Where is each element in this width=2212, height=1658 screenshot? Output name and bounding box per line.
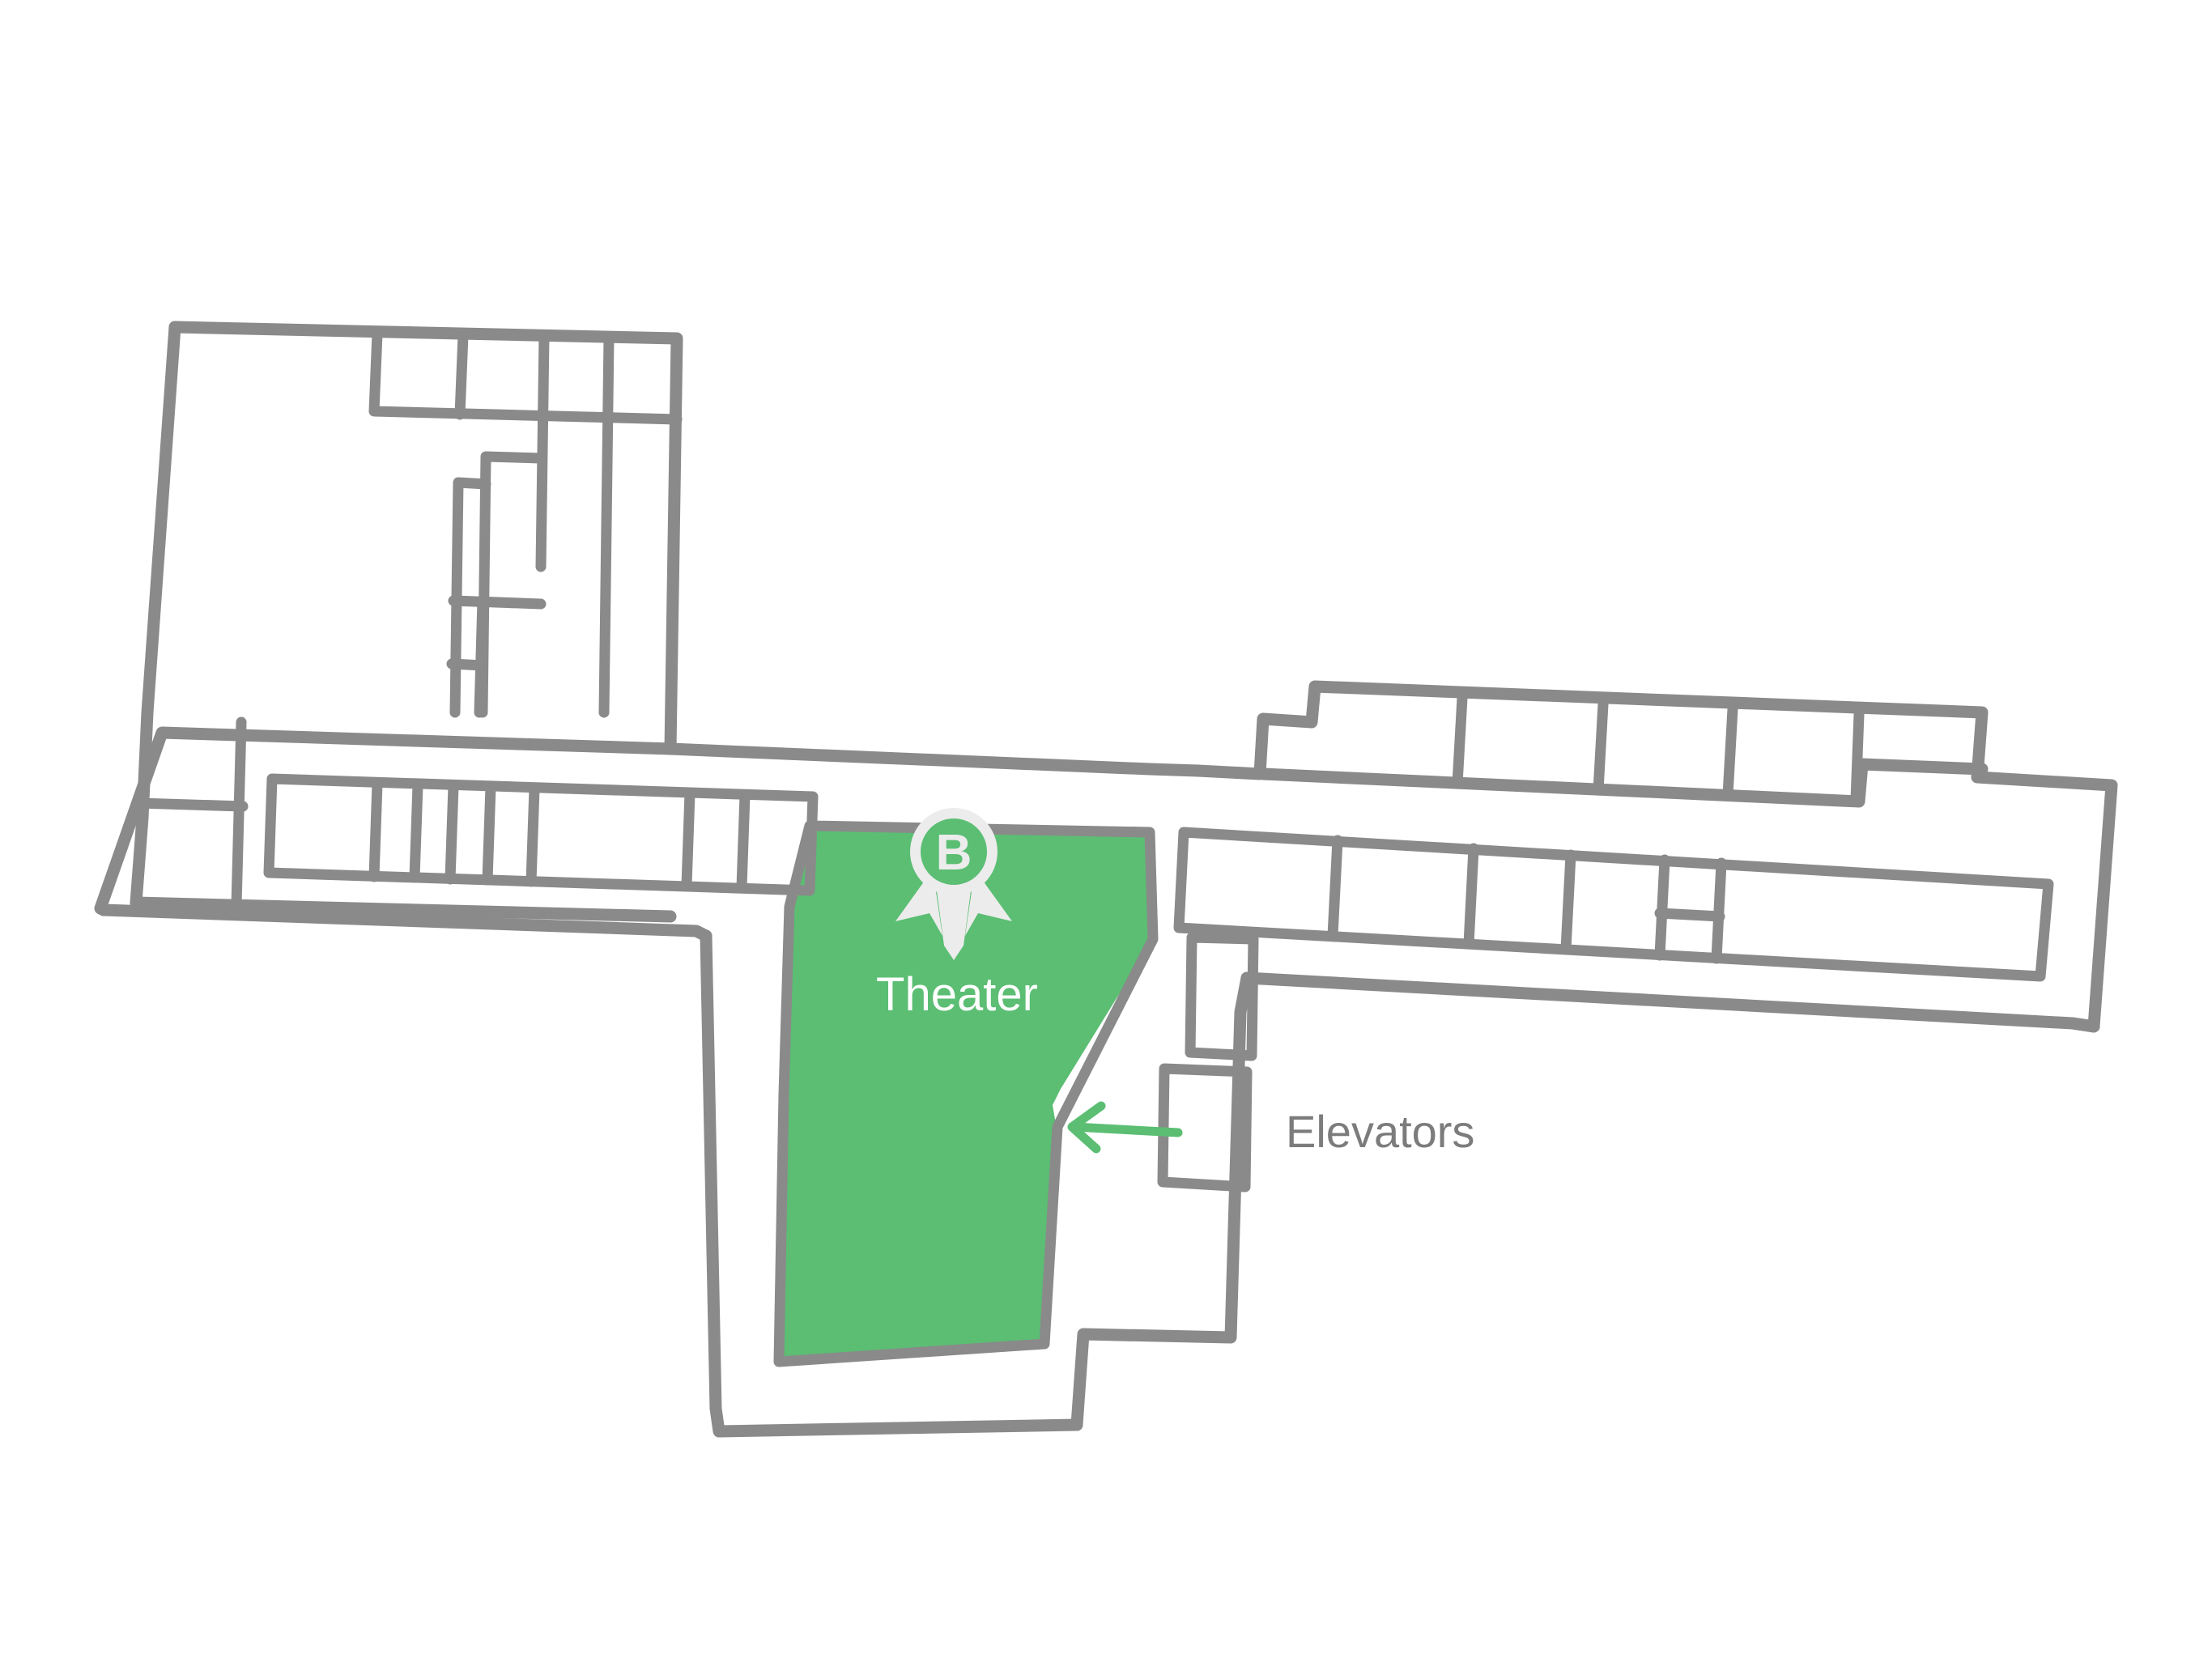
nw-room-divider-8 bbox=[474, 595, 488, 718]
right-wing-top-outline bbox=[1192, 680, 2118, 1033]
right-bottom-row-outline bbox=[1173, 827, 2054, 982]
elevator-shaft-upper[interactable] bbox=[1185, 932, 1259, 1061]
right-top-room-div-4 bbox=[1850, 708, 1865, 806]
pin-ribbon-center bbox=[934, 873, 973, 960]
elevators-annotation-label: Elevators bbox=[1286, 1106, 1474, 1157]
theater-room-outline bbox=[773, 820, 1159, 1367]
right-wing-top-inner-bottom bbox=[1257, 758, 1989, 808]
nw-room-divider-7 bbox=[448, 595, 547, 610]
nw-room-divider-2 bbox=[454, 329, 469, 420]
arrow-left-head-icon bbox=[1067, 1101, 1106, 1154]
theater-pin-marker[interactable]: B bbox=[895, 808, 1012, 960]
theater-space-label: Theater bbox=[876, 968, 1038, 1021]
theater-polygon[interactable] bbox=[779, 826, 1153, 1362]
nw-room-divider-6 bbox=[449, 477, 491, 718]
upper-left-building bbox=[94, 321, 683, 923]
theater-wing-outer-left bbox=[700, 929, 1083, 1438]
pin-circle-inner bbox=[921, 818, 987, 885]
elevator-shafts[interactable] bbox=[1157, 932, 1259, 1192]
corridor-room-div-4 bbox=[482, 781, 496, 886]
elevator-shaft-lower[interactable] bbox=[1157, 1063, 1253, 1192]
right-bottom-room-div-3 bbox=[1560, 849, 1576, 954]
pin-badge-letter: B bbox=[936, 825, 972, 881]
corridor-room-div-2 bbox=[409, 780, 423, 883]
corridor-room-div-5 bbox=[525, 783, 540, 887]
right-bottom-room-div-4 bbox=[1654, 854, 1670, 961]
arrow-left-icon bbox=[1070, 1122, 1183, 1137]
corridor-room-div-7 bbox=[736, 789, 751, 893]
nw-room-divider-5 bbox=[477, 451, 547, 718]
right-top-room-div-3 bbox=[1722, 704, 1738, 801]
elevators-arrow bbox=[1067, 1101, 1183, 1154]
theater-wing-walls bbox=[700, 820, 1253, 1438]
theater-wing-bottom-step bbox=[1070, 971, 1253, 1431]
corridor-room-div-3 bbox=[445, 780, 459, 885]
nw-block-bottom-wall bbox=[130, 896, 677, 923]
left-room-divider-v1 bbox=[231, 716, 247, 911]
highlighted-theater-area[interactable] bbox=[779, 826, 1153, 1362]
right-wing-bottom-outer bbox=[1240, 971, 2100, 1033]
main-corridor-left bbox=[97, 742, 1205, 942]
right-top-room-div-2 bbox=[1593, 699, 1609, 796]
nw-room-divider-1 bbox=[368, 328, 683, 425]
corridor-top-wall bbox=[664, 742, 1205, 777]
right-bottom-room-div-2 bbox=[1463, 843, 1479, 950]
nw-block-left-wall bbox=[130, 321, 181, 909]
right-wing-top-row bbox=[1192, 680, 2118, 1033]
right-wing-bottom-row bbox=[1173, 827, 2100, 1033]
corridor-room-div-1 bbox=[368, 778, 383, 882]
right-bottom-room-div-5 bbox=[1711, 857, 1727, 964]
nw-room-divider-3 bbox=[535, 331, 550, 572]
nw-room-divider-9 bbox=[446, 658, 488, 671]
left-room-divider-h1 bbox=[134, 797, 249, 812]
nw-room-divider-4 bbox=[598, 333, 615, 718]
right-bottom-room-div-6 bbox=[1654, 908, 1725, 922]
right-bottom-room-div-1 bbox=[1327, 835, 1343, 942]
left-edge-rooms bbox=[134, 716, 249, 911]
corridor-rooms-outline bbox=[263, 773, 819, 896]
corridor-room-div-6 bbox=[681, 788, 696, 891]
right-top-room-div-1 bbox=[1452, 692, 1468, 789]
